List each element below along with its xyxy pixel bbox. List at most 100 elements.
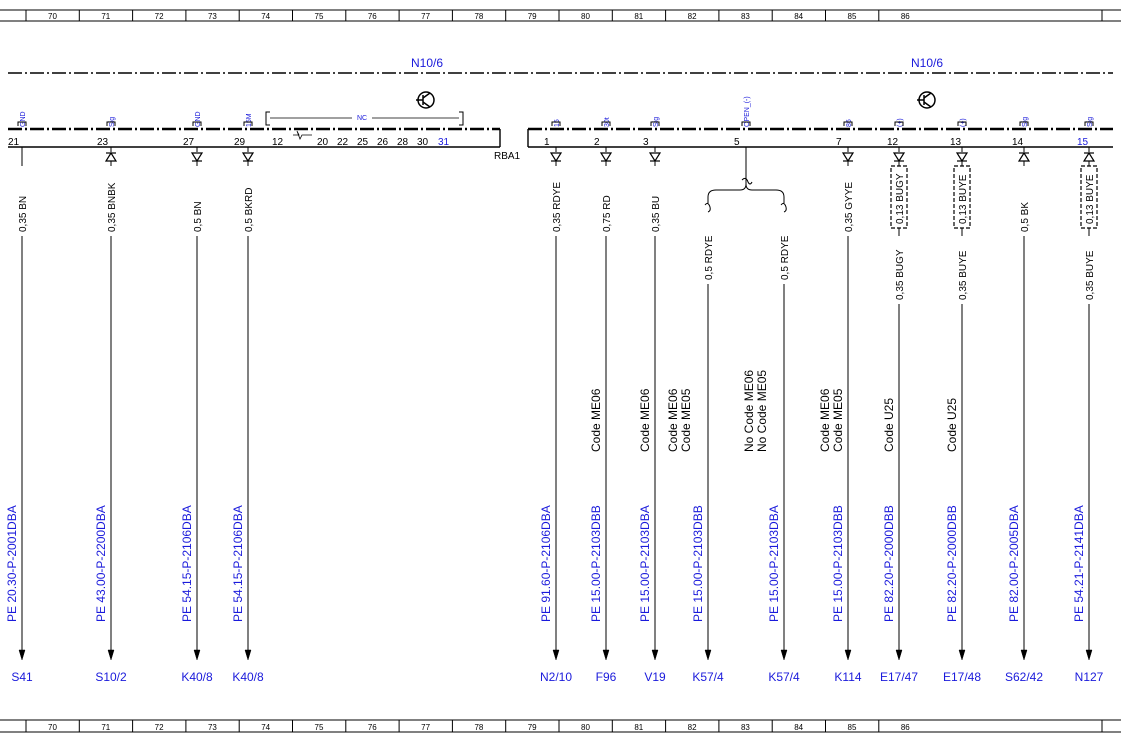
top-ruler-cell-label: 86 bbox=[901, 12, 910, 21]
connector-left-title: N10/6 bbox=[411, 56, 443, 70]
transistor-icon bbox=[917, 91, 936, 109]
wire-reference-link: PE 15.00-P-2103DBB bbox=[589, 505, 603, 622]
code-label: Code U25 bbox=[945, 398, 959, 452]
bottom-ruler-cell-label: 81 bbox=[634, 723, 643, 732]
pin5-branch bbox=[707, 152, 785, 198]
wire-spec: 0,35 GYYE bbox=[844, 182, 855, 232]
wire-destination: K57/4 bbox=[768, 670, 800, 684]
code-label: Code ME06 bbox=[638, 388, 652, 452]
top-ruler-cell-label: 85 bbox=[848, 12, 857, 21]
connector-right-title: N10/6 bbox=[911, 56, 943, 70]
top-ruler-cell-label: 77 bbox=[421, 12, 430, 21]
wire-reference-link: PE 82.00-P-2005DBA bbox=[1007, 505, 1021, 622]
wire-reference-link: PE 54.21-P-2141DBA bbox=[1072, 505, 1086, 622]
bottom-ruler-cell-label: 78 bbox=[474, 723, 483, 732]
nc-pin-number: 25 bbox=[357, 137, 369, 148]
wire-reference-link: PE 54.15-P-2106DBA bbox=[180, 505, 194, 622]
bottom-ruler-cell-label: 76 bbox=[368, 723, 377, 732]
wire-spec: 0,5 BN bbox=[193, 201, 204, 232]
nc-label: NC bbox=[357, 115, 367, 122]
wire-destination: K57/4 bbox=[692, 670, 724, 684]
pin-number: 5 bbox=[734, 137, 740, 148]
wire-reference-link: PE 15.00-P-2103DBB bbox=[831, 505, 845, 622]
wire-spec: 0,5 BK bbox=[1020, 202, 1031, 232]
top-ruler-cell-label: 82 bbox=[688, 12, 697, 21]
wire-destination: S10/2 bbox=[95, 670, 127, 684]
wire-spec-alt: 0,13 BUYE bbox=[958, 174, 969, 224]
pin-signal-label: OPEN_(-) bbox=[744, 96, 751, 127]
wire-spec: 0,5 RDYE bbox=[704, 235, 715, 280]
pin-number: 12 bbox=[887, 137, 899, 148]
pin-5: OPEN_(-) 5 bbox=[734, 96, 751, 152]
wire-spec: 0,35 BUGY bbox=[895, 249, 906, 300]
bottom-ruler-cell-label: 80 bbox=[581, 723, 590, 732]
transistor-icon bbox=[416, 91, 435, 109]
top-ruler-cell-label: 83 bbox=[741, 12, 750, 21]
bottom-ruler-cell-label: 83 bbox=[741, 723, 750, 732]
wire-spec: 0,35 BNBK bbox=[107, 182, 118, 232]
code-label: Code ME06 bbox=[818, 388, 832, 452]
wire-spec-alt: 0,13 BUYE bbox=[1085, 174, 1096, 224]
nc-pin-number: 28 bbox=[397, 137, 409, 148]
nc-pin-number: 12 bbox=[272, 137, 284, 148]
bottom-ruler-cell-label: 72 bbox=[155, 723, 164, 732]
bottom-ruler-cell-label: 77 bbox=[421, 723, 430, 732]
pin-number: 27 bbox=[183, 137, 195, 148]
wire-destination: E17/48 bbox=[943, 670, 981, 684]
wire-spec-alt: 0,13 BUGY bbox=[895, 173, 906, 224]
pin-signal-label: (+) bbox=[960, 118, 967, 127]
code-label: Code ME05 bbox=[679, 388, 693, 452]
code-label: Code ME05 bbox=[831, 388, 845, 452]
top-ruler-cell-label: 79 bbox=[528, 12, 537, 21]
pin-signal-label: GND bbox=[20, 111, 27, 127]
pin-number: 29 bbox=[234, 137, 246, 148]
bottom-ruler-cell-label: 79 bbox=[528, 723, 537, 732]
top-ruler-cell-label: 73 bbox=[208, 12, 217, 21]
pin-number: 2 bbox=[594, 137, 600, 148]
wire-reference-link: PE 15.00-P-2103DBA bbox=[638, 505, 652, 622]
code-label: No Code ME06 bbox=[742, 370, 756, 452]
pin-signal-label: (+) bbox=[897, 118, 904, 127]
wire-spec: 0,5 RDYE bbox=[780, 235, 791, 280]
top-ruler-cell-label: 84 bbox=[794, 12, 803, 21]
top-ruler-cell-label: 71 bbox=[101, 12, 110, 21]
nc-pin-number: 26 bbox=[377, 137, 389, 148]
wire-reference-link: PE 20.30-P-2001DBA bbox=[5, 505, 19, 622]
bottom-ruler-cell-label: 70 bbox=[48, 723, 57, 732]
top-ruler-cell-label: 75 bbox=[315, 12, 324, 21]
wire-destination: N127 bbox=[1075, 670, 1104, 684]
bottom-ruler-cell-label: 86 bbox=[901, 723, 910, 732]
wire-reference-link: PE 15.00-P-2103DBB bbox=[691, 505, 705, 622]
connector-body bbox=[8, 127, 1113, 148]
top-ruler-cell-label: 72 bbox=[155, 12, 164, 21]
top-ruler-cell-label: 80 bbox=[581, 12, 590, 21]
bottom-ruler-cell-label: 84 bbox=[794, 723, 803, 732]
bottom-ruler-cell-label: 85 bbox=[848, 723, 857, 732]
pin-number: 1 bbox=[544, 137, 550, 148]
wire-spec: 0,35 BN bbox=[18, 196, 29, 232]
wire-destination: E17/47 bbox=[880, 670, 918, 684]
pin-number: 13 bbox=[950, 137, 962, 148]
wire-destination: K40/8 bbox=[232, 670, 264, 684]
wire-reference-link: PE 82.20-P-2000DBB bbox=[945, 505, 959, 622]
bottom-ruler-cell-label: 82 bbox=[688, 723, 697, 732]
top-ruler-cell-label: 76 bbox=[368, 12, 377, 21]
pin-number: 3 bbox=[643, 137, 649, 148]
rba-label: RBA1 bbox=[494, 151, 521, 162]
wire-destination: K40/8 bbox=[181, 670, 213, 684]
code-label: No Code ME05 bbox=[755, 370, 769, 452]
